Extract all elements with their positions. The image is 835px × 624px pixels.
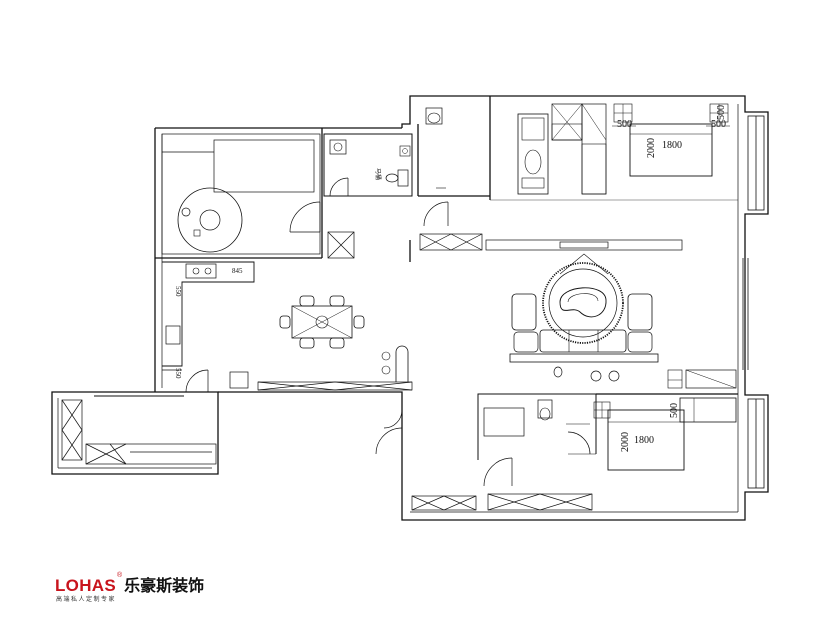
bathroom-left <box>323 133 413 197</box>
tv-sightline <box>559 253 609 275</box>
dim-nightstand-second: 500 <box>669 403 680 418</box>
corridor-upper <box>417 107 490 227</box>
bathroom-right <box>477 393 597 487</box>
bay-window-second-bedroom <box>747 398 765 489</box>
note-toilet: 马桶 <box>374 168 382 180</box>
dim-bed-second-length: 2000 <box>620 432 631 452</box>
window-living-room <box>742 258 749 370</box>
dim-nightstand-left: 500 <box>617 119 632 130</box>
corridor-cabinets <box>409 233 683 262</box>
wardrobe-left <box>327 231 355 259</box>
brand-slogan: 高端私人定制专家 <box>56 596 117 603</box>
dim-nightstand-right: 500 <box>711 119 726 130</box>
master-bedroom <box>489 96 738 201</box>
entry-door <box>375 409 403 455</box>
living-room-sofa-set <box>509 262 659 382</box>
dim-window-side: 550 <box>174 368 182 379</box>
brand-chinese-name: 乐豪斯装饰 <box>124 576 205 595</box>
bay-window-main-bedroom <box>747 115 765 211</box>
dim-counter-width: 845 <box>232 267 243 275</box>
dim-counter-side: 550 <box>174 286 182 297</box>
entry-cabinet <box>257 345 413 391</box>
second-bedroom <box>593 369 738 471</box>
registered-mark: ® <box>117 572 123 579</box>
dim-bed-second-width: 1800 <box>634 435 654 446</box>
dim-nightstand-right-2: 500 <box>716 105 727 120</box>
left-bedroom <box>155 128 323 259</box>
dim-bed-main-width: 1800 <box>662 140 682 151</box>
brand-logo: LOHAS®乐豪斯装饰 高端私人定制专家 <box>55 572 205 603</box>
dining-table-set <box>279 295 365 349</box>
bottom-cabinets <box>411 493 593 511</box>
brand-name: LOHAS <box>55 576 116 595</box>
kitchen <box>162 261 255 393</box>
balcony-cabinets <box>61 395 217 465</box>
exterior-walls <box>51 95 769 521</box>
dim-bed-main-length: 2000 <box>646 138 657 158</box>
dimension-labels: 1800 2000 500 500 500 1800 2000 500 845 … <box>174 105 727 452</box>
